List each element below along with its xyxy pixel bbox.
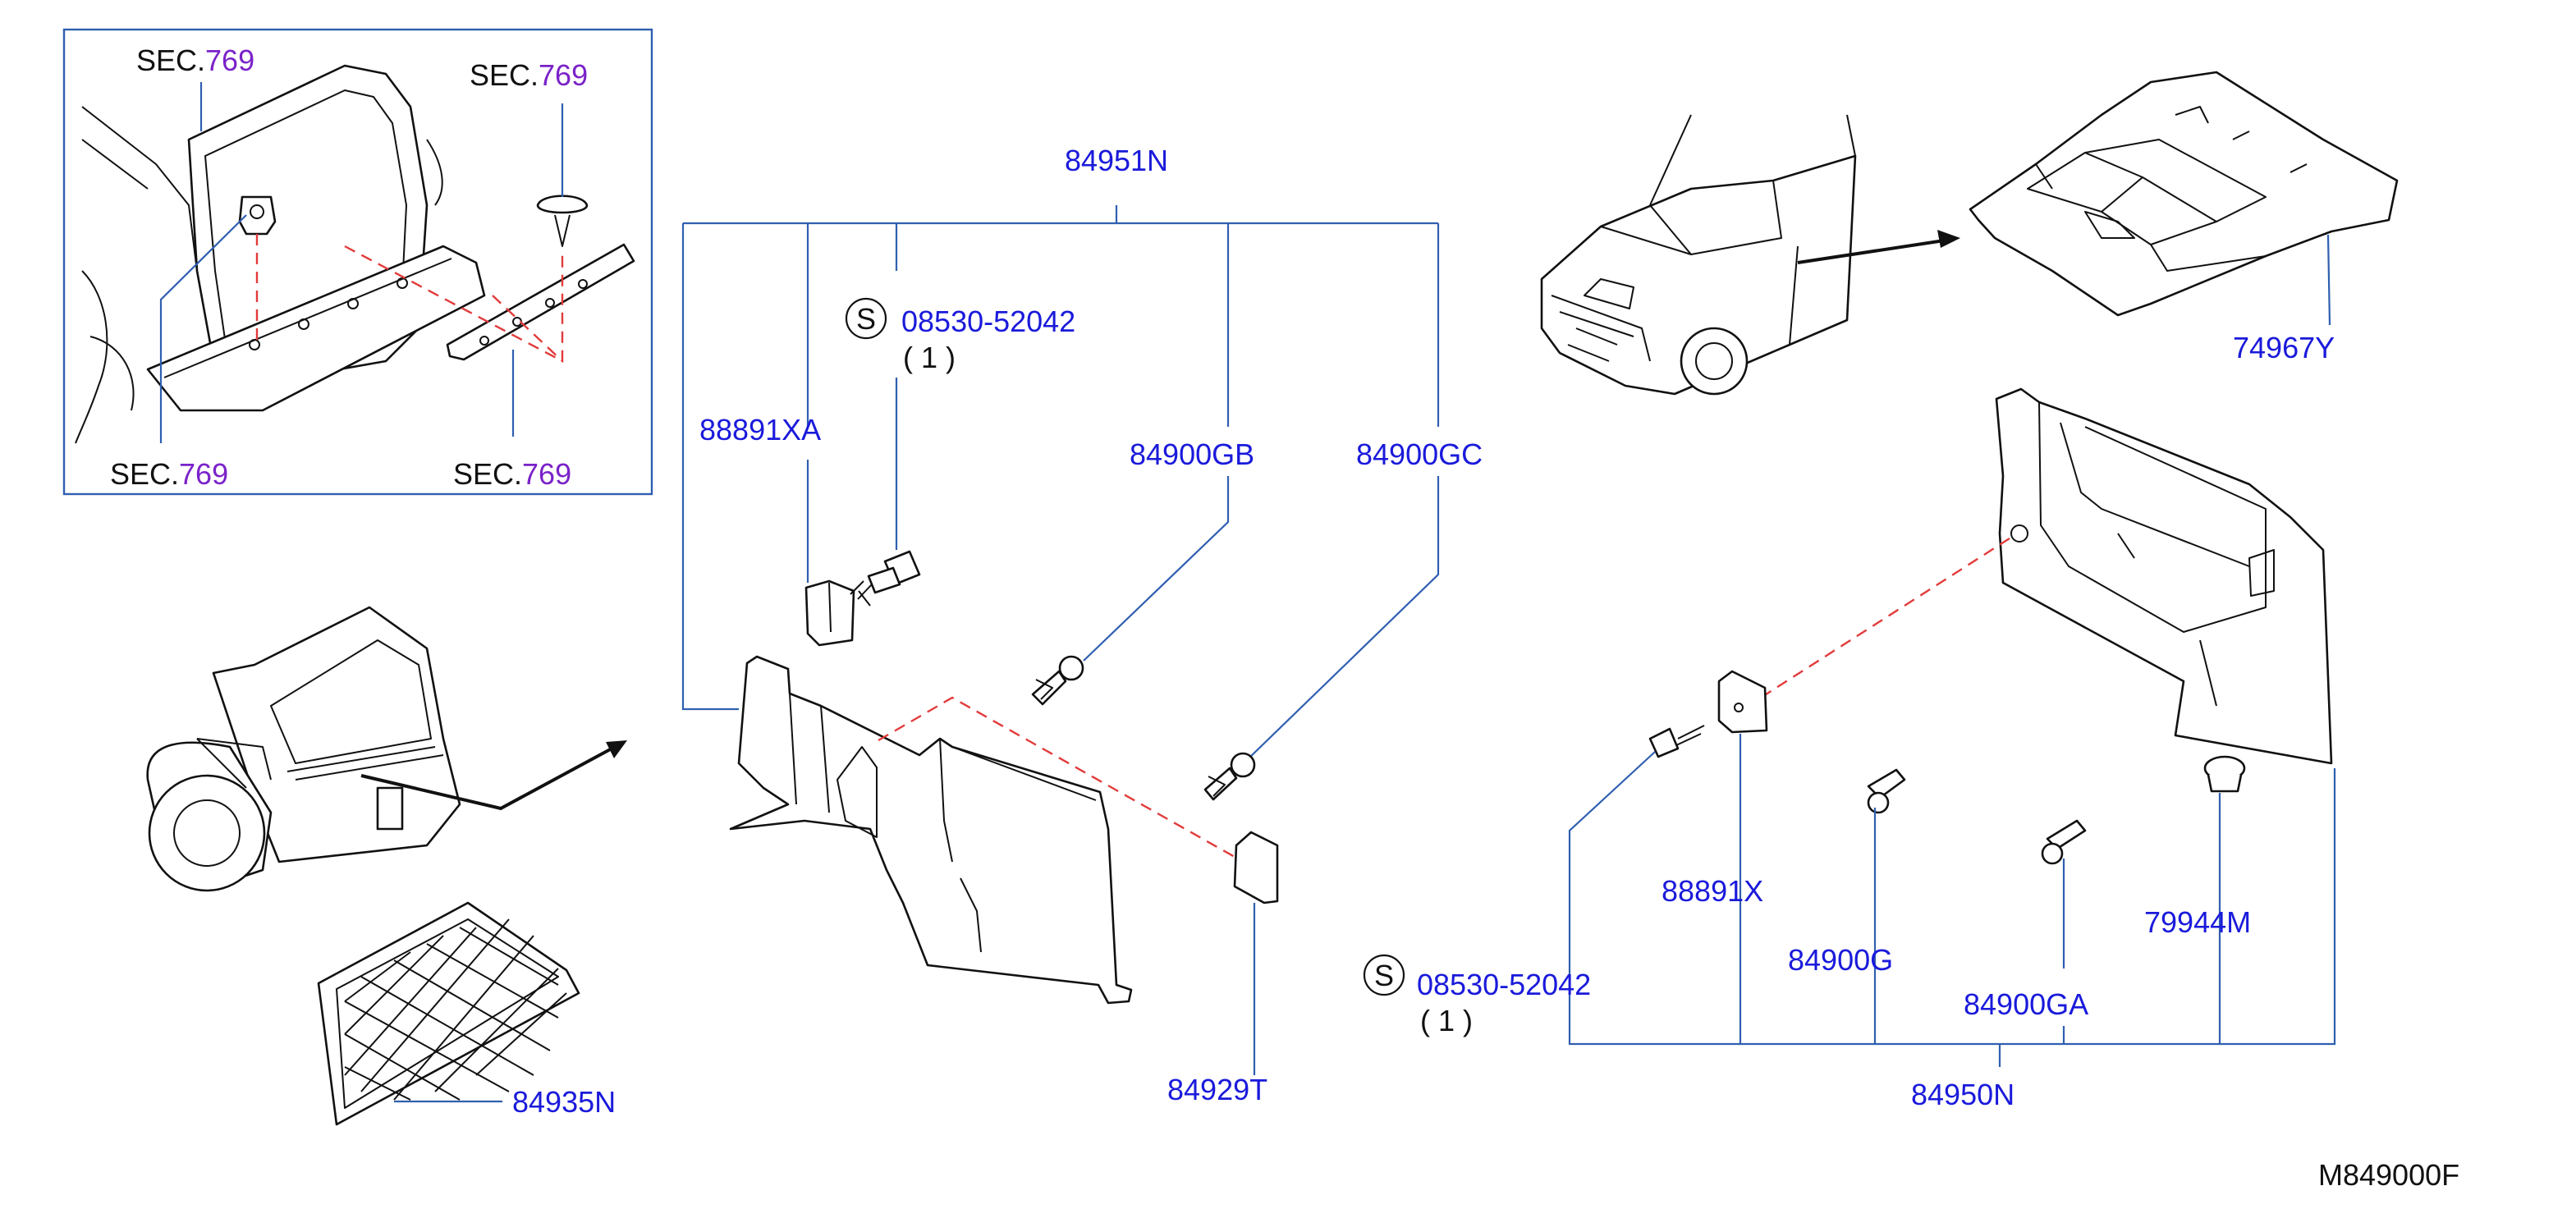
bolt-top-graphic <box>850 550 921 607</box>
bracket-84950N <box>1568 751 2336 1046</box>
label-84950N: 84950N <box>1911 1078 2015 1111</box>
screw-symbol-top-letter: S <box>856 302 876 336</box>
clip-88891X-graphic <box>1717 670 1768 734</box>
drawing-code: M849000F <box>2318 1158 2459 1192</box>
clip-84900GA-graphic <box>2041 819 2087 865</box>
grommet-79944M-graphic <box>2203 755 2246 793</box>
bracket-84951N <box>681 205 1440 711</box>
label-08530-bottom: 08530-52042 <box>1417 968 1591 1001</box>
cargo-net-graphic <box>317 901 580 1126</box>
sec-label-top-right: SEC.769 <box>470 58 588 92</box>
label-08530-top: 08530-52042 <box>901 304 1075 338</box>
inset-frame <box>62 28 653 496</box>
pointer-arrow-front <box>1797 238 1950 264</box>
label-84900GC: 84900GC <box>1356 437 1483 471</box>
bolt-bottom-graphic <box>1648 725 1705 758</box>
side-finisher-right-graphic <box>1995 387 2333 765</box>
sec-label-top-left: SEC.769 <box>136 44 254 77</box>
label-84935N: 84935N <box>512 1085 616 1119</box>
label-88891X: 88891X <box>1662 874 1763 908</box>
label-84900GA: 84900GA <box>1964 987 2088 1021</box>
screw-symbol-bottom-letter: S <box>1374 959 1394 992</box>
label-84951N: 84951N <box>1065 144 1168 177</box>
label-84900G: 84900G <box>1788 943 1893 977</box>
label-79944M: 79944M <box>2144 905 2251 939</box>
clip-84900GB-graphic <box>1031 655 1084 706</box>
label-74967Y: 74967Y <box>2233 331 2335 364</box>
sec-label-bottom-right: SEC.769 <box>453 457 571 491</box>
inset-rear-door <box>62 28 653 496</box>
vehicle-front-view <box>1540 114 1857 396</box>
push-rivet-graphic <box>536 195 589 214</box>
pointer-arrow-cargo <box>360 740 625 811</box>
screw-symbol-top <box>845 297 887 340</box>
qty-top: ( 1 ) <box>903 341 956 374</box>
clip-84900G-graphic <box>1867 768 1906 814</box>
scuff-plate-graphic <box>446 243 635 361</box>
arrow-head-front <box>1937 230 1960 248</box>
side-finisher-left-graphic <box>729 655 1133 1005</box>
label-84929T: 84929T <box>1167 1073 1267 1106</box>
sec-label-bottom-left: SEC.769 <box>110 457 228 491</box>
vehicle-rear-view <box>146 606 461 892</box>
clip-84900GC-graphic <box>1203 752 1256 801</box>
pad-84929T-graphic <box>1233 831 1279 904</box>
screw-symbol-bottom <box>1363 954 1405 996</box>
label-84900GB: 84900GB <box>1130 437 1254 471</box>
arrow-head-cargo <box>606 740 627 758</box>
label-88891XA: 88891XA <box>699 413 821 446</box>
qty-bottom: ( 1 ) <box>1420 1004 1473 1037</box>
floor-board-74967Y-graphic <box>1969 71 2399 317</box>
